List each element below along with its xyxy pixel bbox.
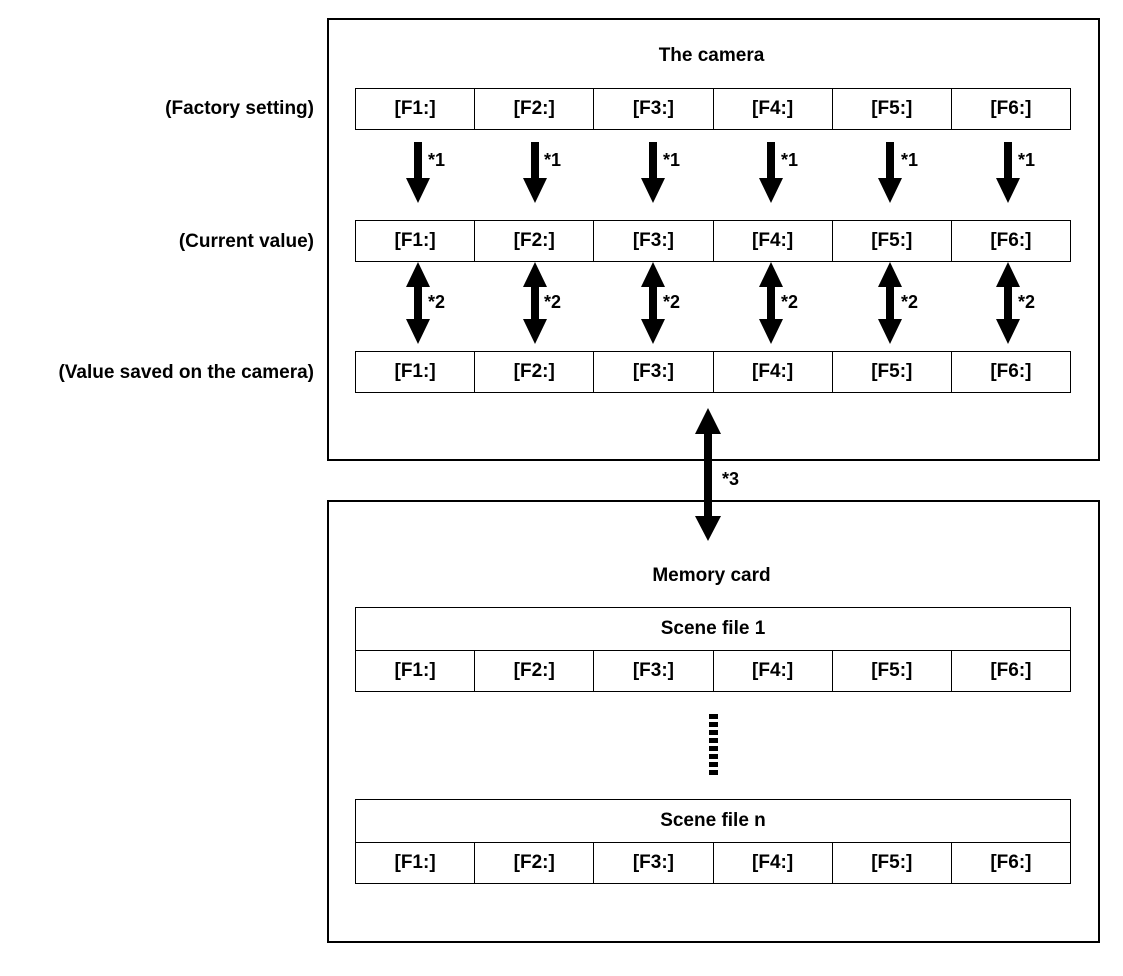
arrow-note-3: *3	[722, 469, 740, 489]
current-cell-f6: [F6:]	[950, 221, 1070, 261]
arrow-note-1: *1	[428, 150, 446, 170]
arrow-note-2: *2	[1018, 292, 1036, 312]
factory-cell-f4: [F4:]	[712, 89, 832, 129]
current-cell-f5: [F5:]	[831, 221, 951, 261]
scene1-cell-f4: [F4:]	[712, 651, 832, 691]
scene1-cell-f5: [F5:]	[831, 651, 951, 691]
arrow-note-2: *2	[901, 292, 919, 312]
scene1-cell-f6: [F6:]	[950, 651, 1070, 691]
arrow-note-2: *2	[544, 292, 562, 312]
arrow-note-2: *2	[781, 292, 799, 312]
scenen-cell-f4: [F4:]	[712, 843, 832, 883]
scenen-cell-f2: [F2:]	[474, 843, 593, 883]
memory-card-title: Memory card	[652, 565, 771, 586]
saved-cell-f4: [F4:]	[712, 352, 832, 392]
factory-setting-row: [F1:] [F2:] [F3:] [F4:] [F5:] [F6:]	[355, 88, 1071, 130]
arrow-note-1: *1	[544, 150, 562, 170]
arrow-note-1: *1	[901, 150, 919, 170]
row-label-current-value: (Current value)	[178, 231, 314, 252]
current-cell-f1: [F1:]	[394, 230, 436, 251]
row-label-factory-setting: (Factory setting)	[165, 98, 314, 119]
arrow-note-1: *1	[663, 150, 681, 170]
arrow-note-2: *2	[663, 292, 681, 312]
scene-file-1-row: [F1:] [F2:] [F3:] [F4:] [F5:] [F6:]	[355, 650, 1071, 692]
saved-cell-f1: [F1:]	[394, 361, 436, 382]
scene-file-n-row: [F1:] [F2:] [F3:] [F4:] [F5:] [F6:]	[355, 842, 1071, 884]
saved-cell-f3: [F3:]	[593, 352, 712, 392]
arrow-note-1: *1	[1018, 150, 1036, 170]
saved-value-row: [F1:] [F2:] [F3:] [F4:] [F5:] [F6:]	[355, 351, 1071, 393]
factory-cell-f6: [F6:]	[950, 89, 1070, 129]
camera-title: The camera	[658, 45, 765, 66]
scene1-cell-f1: [F1:]	[394, 660, 436, 681]
saved-cell-f6: [F6:]	[950, 352, 1070, 392]
factory-cell-f5: [F5:]	[831, 89, 951, 129]
saved-cell-f5: [F5:]	[831, 352, 951, 392]
saved-cell-f2: [F2:]	[474, 352, 593, 392]
scenen-cell-f1: [F1:]	[394, 852, 436, 873]
scenen-cell-f5: [F5:]	[831, 843, 951, 883]
scene1-cell-f2: [F2:]	[474, 651, 593, 691]
factory-cell-f1: [F1:]	[394, 98, 436, 119]
scene-file-n-header: Scene file n	[355, 799, 1071, 842]
current-value-row: [F1:] [F2:] [F3:] [F4:] [F5:] [F6:]	[355, 220, 1071, 262]
arrow-note-2: *2	[428, 292, 446, 312]
scenen-cell-f6: [F6:]	[950, 843, 1070, 883]
arrow-note-1: *1	[781, 150, 799, 170]
scene-file-1-header: Scene file 1	[355, 607, 1071, 650]
current-cell-f2: [F2:]	[474, 221, 593, 261]
row-label-saved-value: (Value saved on the camera)	[58, 362, 314, 383]
scene1-cell-f3: [F3:]	[593, 651, 712, 691]
current-cell-f4: [F4:]	[712, 221, 832, 261]
factory-cell-f3: [F3:]	[593, 89, 712, 129]
current-cell-f3: [F3:]	[593, 221, 712, 261]
scenen-cell-f3: [F3:]	[593, 843, 712, 883]
factory-cell-f2: [F2:]	[474, 89, 593, 129]
